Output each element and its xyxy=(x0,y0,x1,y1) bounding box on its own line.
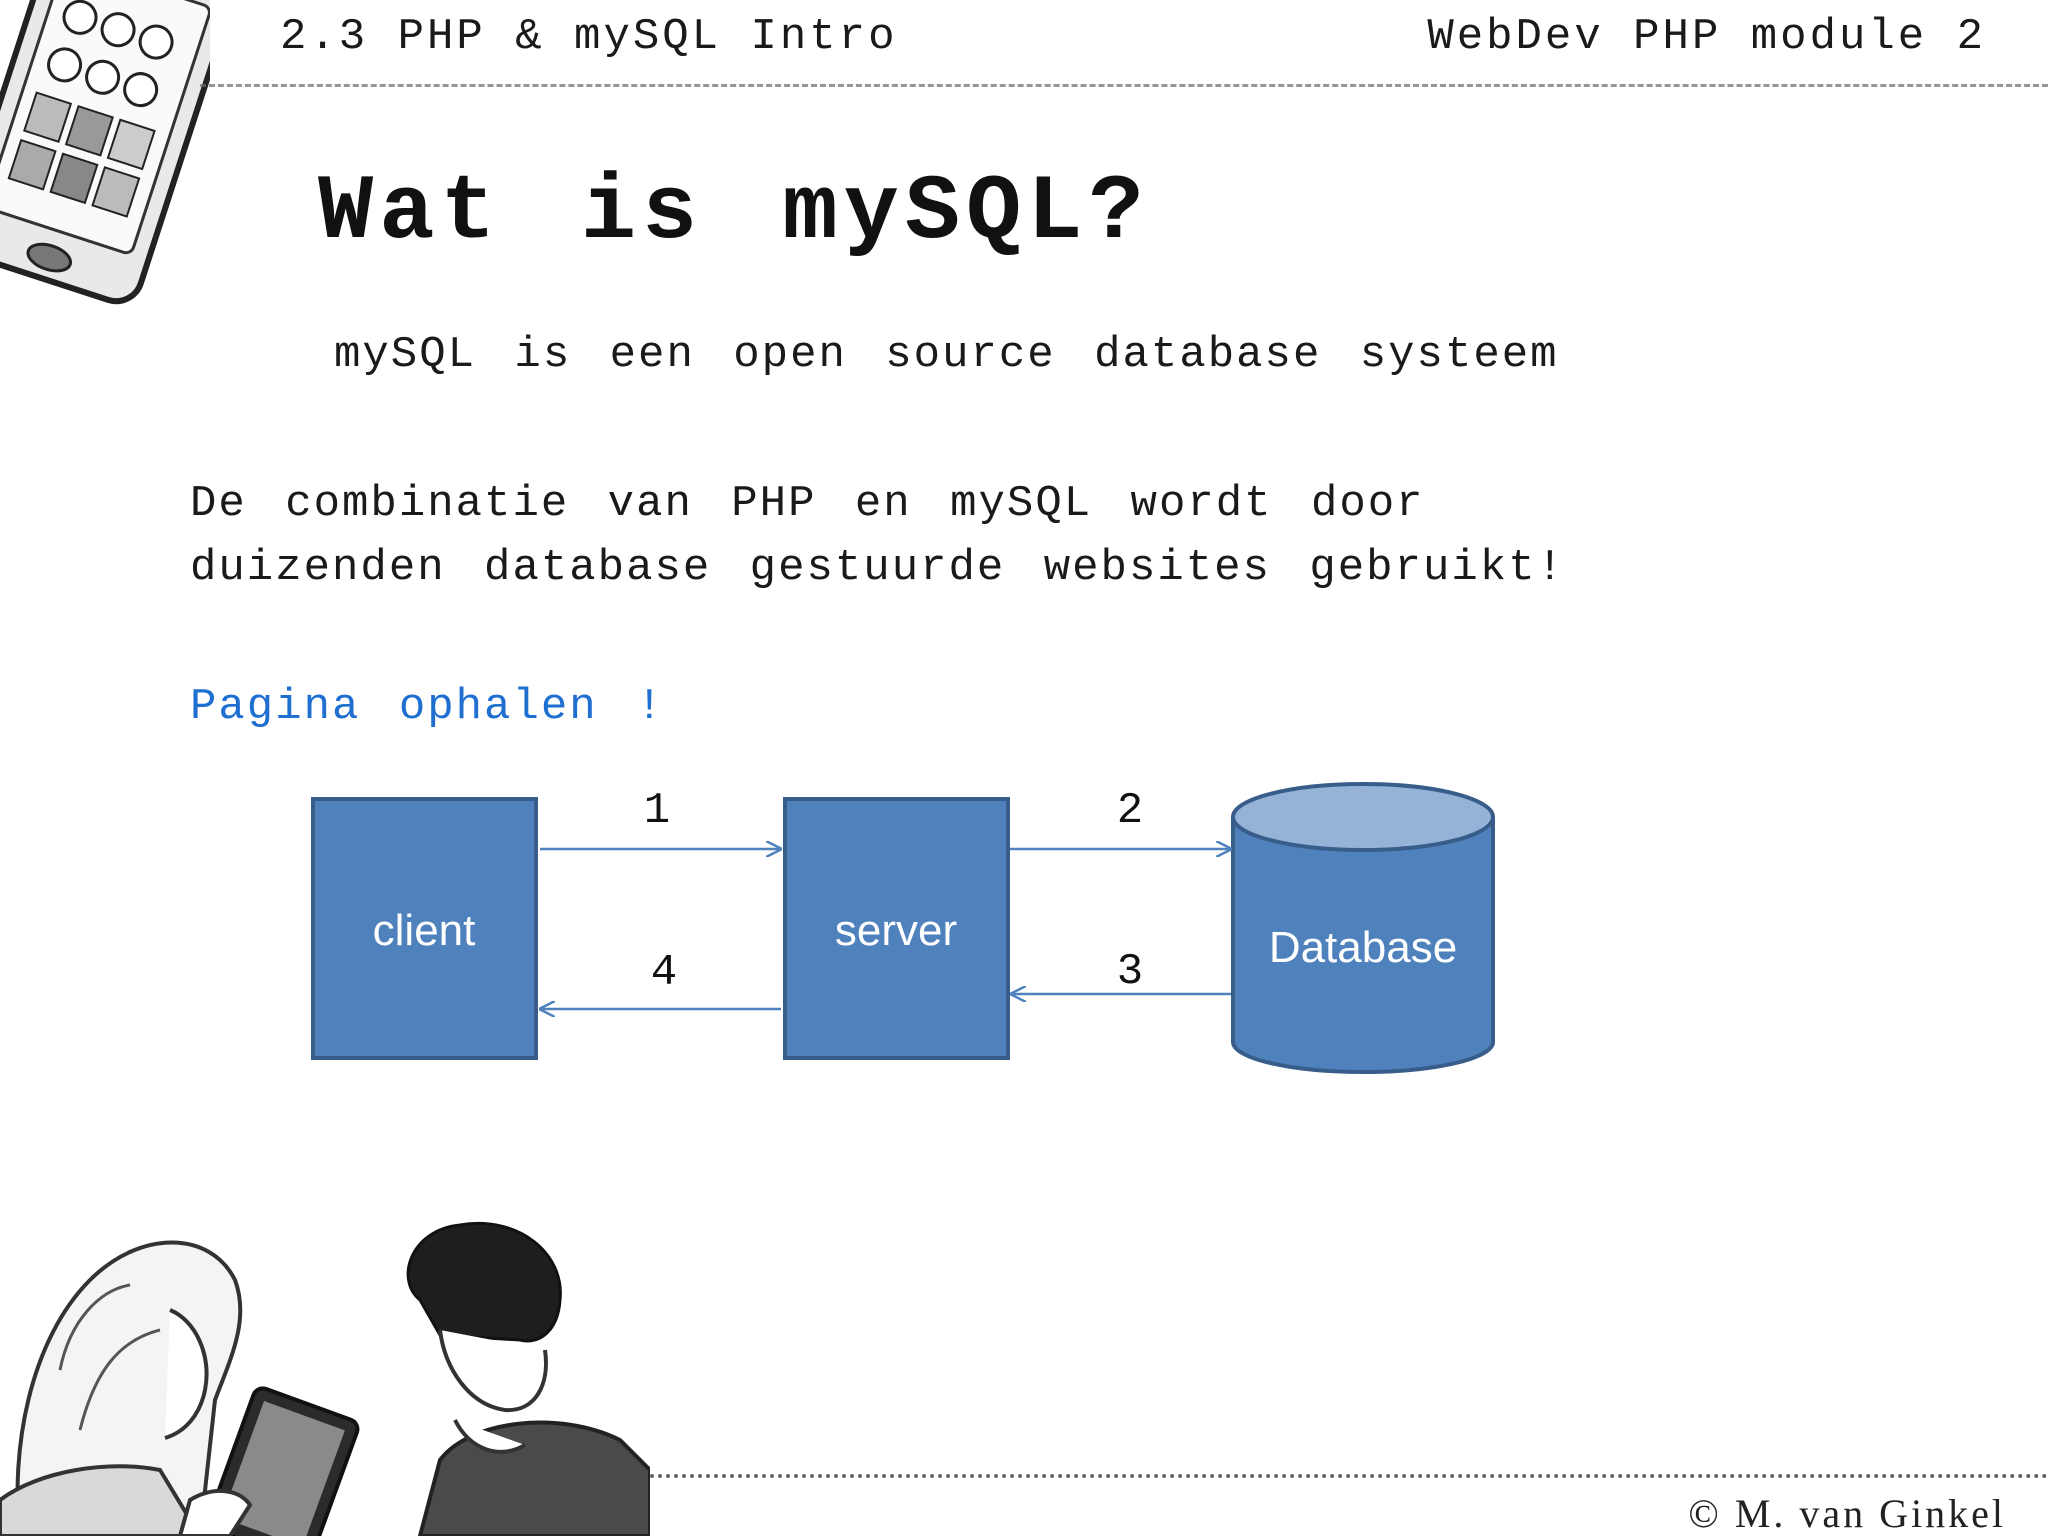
author-credit: © M. van Ginkel xyxy=(1688,1490,2006,1537)
arrow-label-2: 2 xyxy=(1117,786,1143,836)
footer-divider xyxy=(650,1474,2048,1478)
arrow-label-1: 1 xyxy=(644,786,670,836)
database-label: Database xyxy=(1269,923,1457,972)
people-with-tablet-illustration-icon xyxy=(0,1170,650,1536)
client-label: client xyxy=(373,906,476,955)
arrow-label-3: 3 xyxy=(1117,947,1143,997)
server-label: server xyxy=(835,906,957,955)
arrow-label-4: 4 xyxy=(651,948,677,998)
